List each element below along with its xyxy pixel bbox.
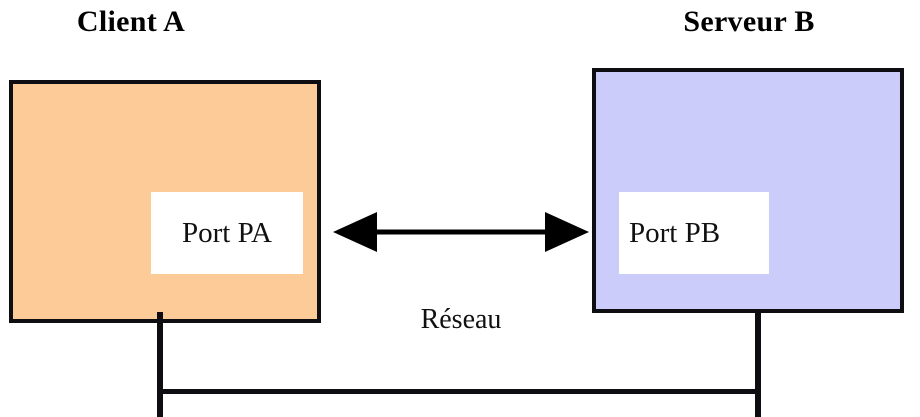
node-title-client: Client A — [76, 5, 186, 38]
node-title-serveur: Serveur B — [683, 5, 815, 38]
host-box-serveur — [592, 68, 904, 313]
arrow-shaft — [375, 229, 547, 235]
arrow-right-head-icon — [545, 212, 589, 252]
bus-leg-client — [157, 312, 163, 417]
port-label-pa: Port PA — [151, 192, 303, 274]
network-caption: Réseau — [420, 304, 502, 335]
arrow-left-head-icon — [333, 212, 377, 252]
port-label-pb: Port PB — [619, 192, 769, 274]
bus-rail — [157, 389, 761, 394]
bus-leg-serveur — [755, 310, 761, 417]
network-double-arrow — [333, 212, 589, 252]
